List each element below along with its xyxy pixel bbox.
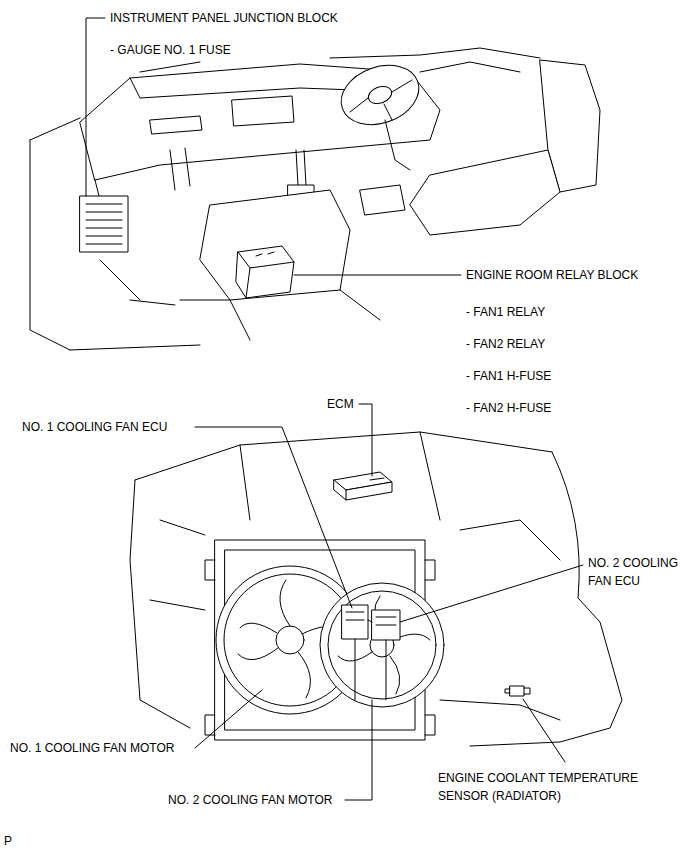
cabin-illustration [30, 48, 600, 350]
fuse-label: - FAN1 H-FUSE [466, 367, 551, 385]
part-label: NO. 2 COOLING FAN MOTOR [168, 791, 332, 809]
leader-line [400, 565, 583, 622]
part-label: NO. 1 COOLING FAN MOTOR [10, 739, 174, 757]
figure-code: P [4, 832, 12, 850]
leader-line [195, 427, 352, 608]
fuse-label: - GAUGE NO. 1 FUSE [110, 41, 231, 59]
leader-line [294, 275, 461, 276]
leader-line [86, 18, 105, 196]
relay-label: - FAN2 RELAY [466, 335, 545, 353]
part-label: INSTRUMENT PANEL JUNCTION BLOCK [110, 9, 338, 27]
fuse-label: - FAN2 H-FUSE [466, 399, 551, 417]
leader-line [359, 404, 372, 476]
part-label: ECM [327, 395, 354, 413]
part-label: ENGINE COOLANT TEMPERATURE SENSOR (RADIA… [438, 769, 663, 805]
part-label: NO. 1 COOLING FAN ECU [22, 418, 167, 436]
part-label: NO. 2 COOLING FAN ECU [588, 554, 684, 590]
relay-label: - FAN1 RELAY [466, 303, 545, 321]
leader-line [195, 690, 262, 748]
leader-line [523, 699, 565, 762]
leader-lines [86, 18, 583, 800]
vehicle-front-illustration [130, 432, 622, 746]
part-label: ENGINE ROOM RELAY BLOCK [466, 266, 638, 284]
leader-line [345, 700, 372, 800]
